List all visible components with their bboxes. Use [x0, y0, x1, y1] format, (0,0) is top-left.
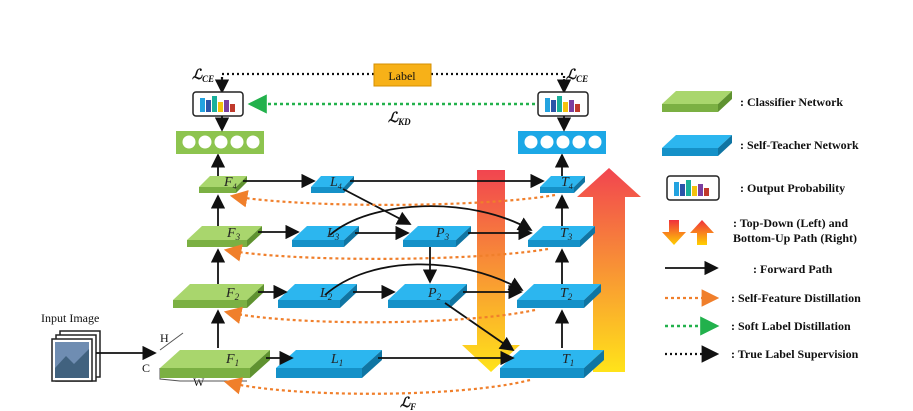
- classifier-block-f4: [199, 176, 247, 193]
- node-f3: F3: [226, 226, 241, 242]
- output-prob-right: [537, 91, 589, 117]
- classifier-block-f1: [160, 350, 270, 378]
- node-t4: T4: [561, 175, 573, 191]
- lateral-block-l2: [278, 284, 357, 308]
- output-prob-left: [192, 91, 244, 117]
- legend-self-feature-text: : Self-Feature Distillation: [731, 291, 861, 305]
- legend-classifier-text: : Classifier Network: [740, 95, 843, 109]
- loss-ce-left: ℒCE: [192, 68, 214, 84]
- node-l4: L4: [329, 175, 342, 191]
- self-feature-distillation-paths: [223, 190, 556, 395]
- node-l1: L1: [330, 352, 343, 368]
- legend-path-text-1: : Top-Down (Left) and: [733, 216, 848, 230]
- loss-ce-right: ℒCE: [566, 68, 588, 84]
- teacher-block-t3: [528, 226, 595, 247]
- legend-true-label-text: : True Label Supervision: [731, 347, 859, 361]
- input-image-label: Input Image: [41, 311, 99, 325]
- legend-soft-label-text: : Soft Label Distillation: [731, 319, 851, 333]
- input-image-icon: [51, 330, 101, 382]
- legend-output-prob-text: : Output Probability: [740, 181, 845, 195]
- node-p3: P3: [435, 226, 450, 242]
- loss-f: ℒF: [400, 396, 416, 411]
- teacher-block-t4: [540, 176, 585, 193]
- dim-h-label: H: [160, 331, 169, 345]
- forward-paths: [210, 79, 572, 366]
- legend-teacher-swatch: [662, 135, 732, 156]
- legend-classifier-swatch: [662, 91, 732, 112]
- node-t3: T3: [560, 226, 573, 242]
- legend-path-arrows-swatch: [662, 220, 714, 245]
- lateral-block-l1: [276, 350, 382, 378]
- true-label-supervision-paths: [220, 72, 566, 79]
- legend-teacher-text: : Self-Teacher Network: [740, 138, 859, 152]
- legend-forward-text: : Forward Path: [753, 262, 833, 276]
- fc-layer-left: [176, 131, 264, 154]
- lateral-block-l3: [292, 226, 359, 247]
- top-down-arrow: [462, 170, 520, 372]
- bottom-up-arrow: [577, 168, 641, 372]
- node-f1: F1: [225, 352, 239, 368]
- label-box-text: Label: [388, 69, 416, 83]
- node-t1: T1: [562, 352, 574, 368]
- legend-path-text-2: Bottom-Up Path (Right): [733, 231, 857, 245]
- label-box: [373, 63, 432, 87]
- legend-output-prob-swatch: [666, 175, 720, 201]
- dim-c-label: C: [142, 361, 150, 375]
- topdown-block-p2: [388, 284, 467, 308]
- loss-kd: ℒKD: [388, 111, 411, 127]
- fc-layer-right: [518, 131, 606, 154]
- node-f4: F4: [223, 175, 237, 191]
- node-l2: L2: [319, 286, 333, 302]
- topdown-block-p3: [403, 226, 471, 247]
- teacher-block-t2: [517, 284, 601, 308]
- teacher-block-t1: [500, 350, 604, 378]
- node-l3: L3: [326, 226, 340, 242]
- node-p2: P2: [427, 286, 442, 302]
- classifier-block-f3: [187, 226, 262, 247]
- node-f2: F2: [225, 286, 240, 302]
- legend: : Classifier Network : Self-Teacher Netw…: [662, 91, 861, 363]
- node-t2: T2: [560, 286, 573, 302]
- classifier-block-f2: [173, 284, 264, 308]
- dim-w-label: W: [193, 375, 205, 389]
